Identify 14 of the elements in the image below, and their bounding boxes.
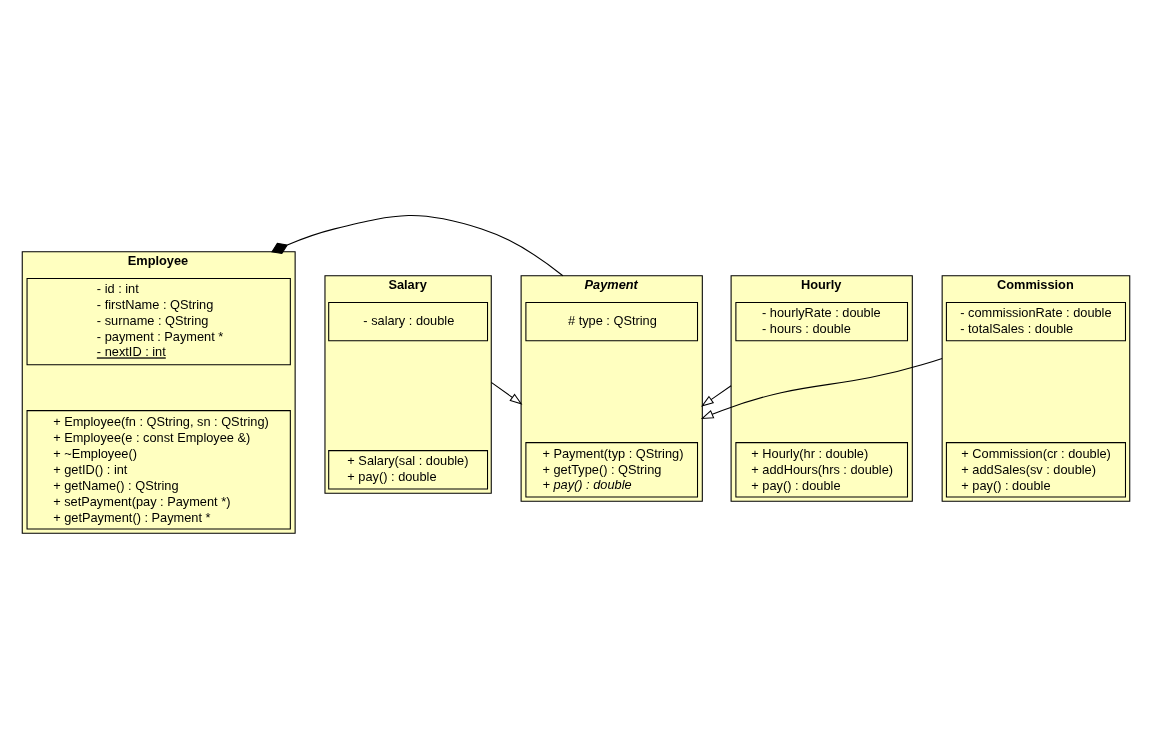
node-box: - id : int - firstName : QString - surname : QString - payment : Payment * - nextID : int <box>26 277 291 365</box>
node-box: + Employee(fn : QString, sn : QString) + Employee(e : const Employee &) + ~Employee() + getID() : int + getName() : QString + setPayment(pay : Payment *) + getPayment() : Payment * <box>26 409 291 529</box>
node-box: + Commission(cr : double) + addSales(sv : double) + pay() : double <box>945 441 1127 497</box>
node-box: + Salary(sal : double) + pay() : double <box>328 449 489 489</box>
arrow <box>700 357 943 419</box>
arrow <box>490 381 523 405</box>
node-box: # type : QString <box>525 301 699 341</box>
node-box: + Payment(typ : QString) + getType() : QString + pay() : double <box>525 441 699 497</box>
node-box: - hourlyRate : double - hours : double <box>735 301 909 341</box>
connector <box>271 214 564 276</box>
node-box: - commissionRate : double - totalSales : double <box>945 301 1127 341</box>
node-box: + Hourly(hr : double) + addHours(hrs : double) + pay() : double <box>735 441 909 497</box>
node-box: - salary : double <box>328 301 489 341</box>
arrow <box>701 384 732 407</box>
